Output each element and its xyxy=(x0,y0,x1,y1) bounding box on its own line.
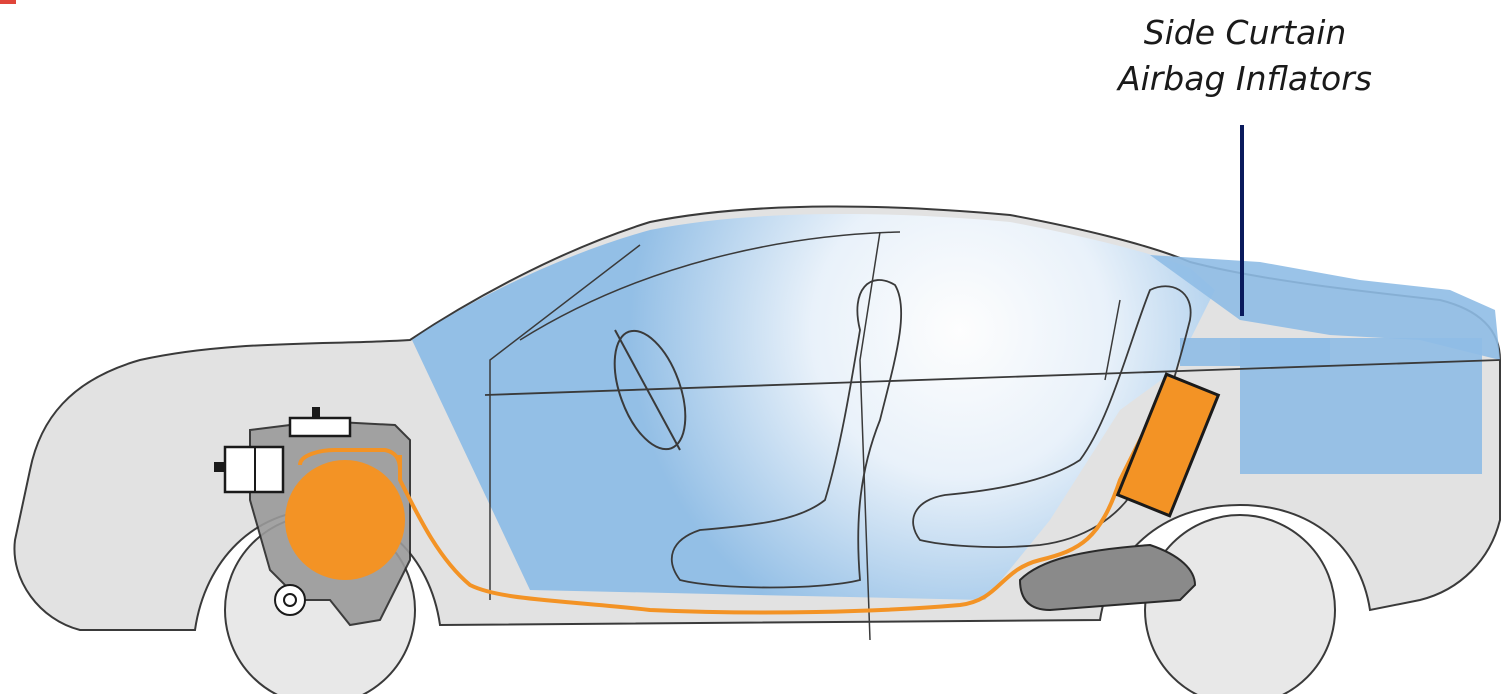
sensor-connector xyxy=(312,407,320,419)
corner-accent xyxy=(0,0,16,4)
sensor-box xyxy=(290,418,350,436)
callout-line-1: Side Curtain xyxy=(1060,10,1430,56)
pulley xyxy=(275,585,305,615)
box-connector xyxy=(214,462,224,472)
callout-label: Side Curtain Airbag Inflators xyxy=(1060,10,1430,102)
rear-wheel xyxy=(1145,515,1335,694)
callout-line-2: Airbag Inflators xyxy=(1060,56,1430,102)
c-pillar-panel xyxy=(1180,338,1330,366)
front-inflator xyxy=(285,460,405,580)
